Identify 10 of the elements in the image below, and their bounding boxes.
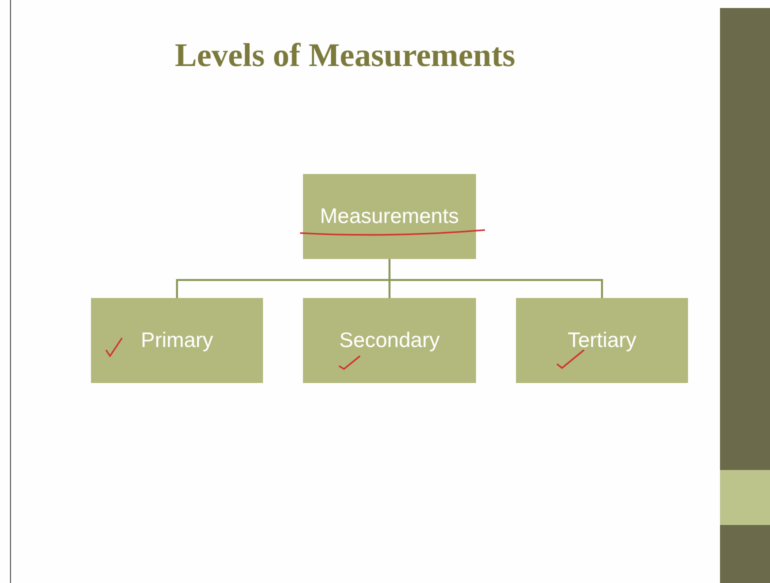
box-label: Primary: [140, 328, 214, 352]
category-box: [91, 298, 263, 383]
connector-line: [388, 259, 603, 298]
box-label: Secondary: [339, 328, 440, 352]
category-box: [516, 298, 688, 383]
box-label: Tertiary: [568, 328, 636, 352]
category-box: [303, 174, 476, 259]
category-box: [303, 298, 476, 383]
slide-title: Levels of Measurements: [174, 38, 516, 75]
box-label: Measurements: [320, 204, 459, 228]
